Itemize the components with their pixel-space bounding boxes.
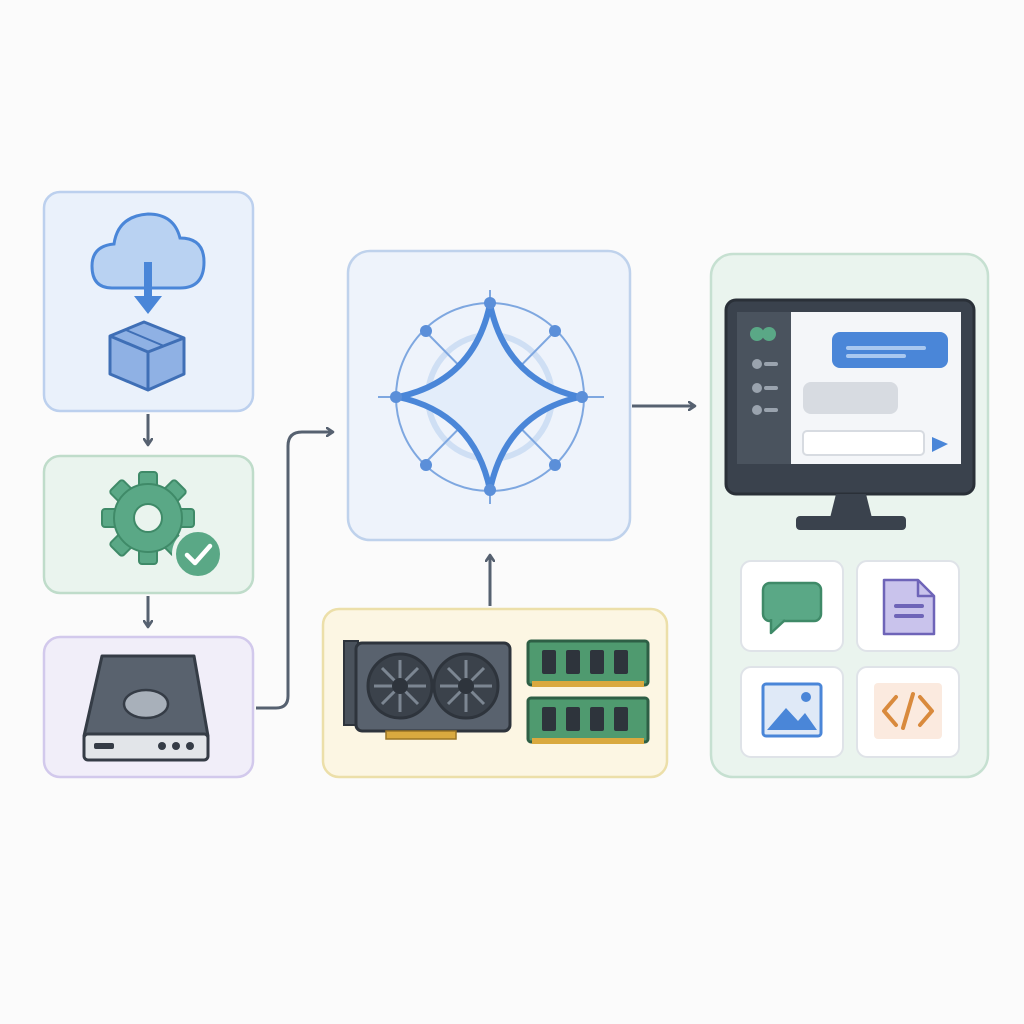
code-icon [874,683,942,739]
output-card-code [856,666,960,758]
sparkle-star-icon [378,290,604,504]
node-interface [709,252,990,779]
output-card-chat [740,560,844,652]
document-icon [882,578,936,636]
node-configure [42,454,255,595]
chat-bubble-icon [761,581,823,635]
node-download [42,190,255,413]
gear-icon [101,471,195,565]
node-model [346,249,632,542]
check-badge-icon [172,528,224,580]
output-card-image [740,666,844,758]
image-icon [761,682,823,738]
node-hardware [321,607,669,779]
gpu-card-icon [343,640,512,740]
hard-drive-icon [82,654,210,762]
output-card-document [856,560,960,652]
cloud-download-icon [90,212,206,314]
monitor-chat-icon [724,298,976,530]
edge-storage-model [256,432,332,710]
package-box-icon [108,320,186,392]
node-storage [42,635,255,779]
ram-module-icon [526,639,650,744]
